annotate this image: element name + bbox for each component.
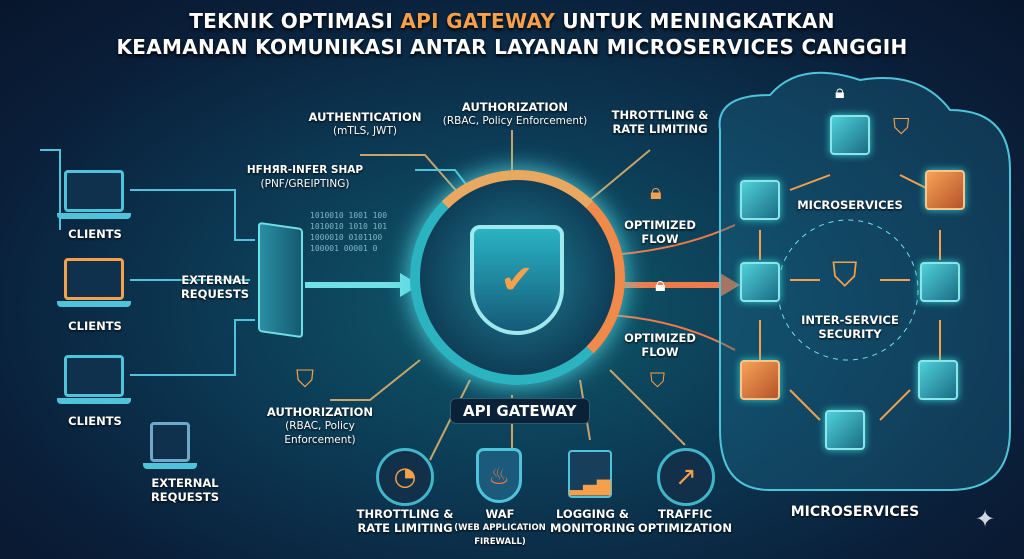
callout-authentication: AUTHENTICATION(mTLS, JWT) bbox=[308, 110, 422, 137]
callout-authorization: AUTHORIZATION(RBAC, Policy Enforcement) bbox=[442, 100, 588, 127]
microservice-cube bbox=[825, 410, 865, 450]
shield-lock-icon: ⛉ bbox=[650, 368, 665, 392]
callout-throttling: THROTTLING &RATE LIMITING bbox=[611, 108, 709, 136]
monitoring-icon: ▂▄▆ bbox=[568, 450, 612, 498]
client-label: CLIENTS bbox=[68, 319, 122, 333]
edge-gateway-device-icon bbox=[258, 221, 303, 339]
feature-label: THROTTLING &RATE LIMITING bbox=[356, 507, 454, 535]
firewall-shield-icon: ♨ bbox=[476, 448, 522, 503]
microservice-cube bbox=[925, 170, 965, 210]
inter-service-security-label: INTER-SERVICE SECURITY bbox=[801, 313, 899, 341]
external-requests-label: EXTERNAL REQUESTS bbox=[150, 476, 220, 504]
lock-icon: 🔒︎ bbox=[835, 82, 845, 103]
api-gateway-label: API GATEWAY bbox=[450, 398, 590, 424]
callout-shap: HFHЯR-INFER SHAP(PNF/GREIPTING) bbox=[246, 164, 364, 190]
client-monitor-icon bbox=[57, 258, 131, 307]
lock-icon: 🔒︎ bbox=[650, 180, 662, 205]
client-label: CLIENTS bbox=[68, 227, 122, 241]
microservices-label: MICROSERVICES bbox=[797, 198, 903, 212]
optimized-flow-label: OPTIMIZED FLOW bbox=[624, 331, 696, 359]
feature-label: LOGGING &MONITORING bbox=[550, 507, 635, 535]
microservice-cube bbox=[740, 180, 780, 220]
microservice-cube bbox=[740, 360, 780, 400]
microservice-cube bbox=[830, 115, 870, 155]
gateway-shield-icon: ✔ bbox=[470, 225, 564, 335]
page-title: TEKNIK OPTIMASI API GATEWAY UNTUK MENING… bbox=[116, 9, 908, 59]
security-shield-icon: ⛉ bbox=[832, 255, 858, 295]
feature-label: WAF(WEB APPLICATION FIREWALL) bbox=[454, 507, 546, 547]
client-laptop-icon bbox=[57, 170, 131, 219]
external-requests-label: EXTERNAL REQUESTS bbox=[180, 273, 250, 301]
client-label: CLIENTS bbox=[68, 414, 122, 428]
speedometer-icon: ◔ bbox=[376, 448, 434, 506]
shield-check-icon: ⛉ bbox=[296, 365, 314, 393]
microservice-cube bbox=[740, 262, 780, 302]
request-log-icon bbox=[143, 422, 197, 469]
binary-stream: 1010010 1001 100 1010010 1010 101 100001… bbox=[310, 211, 388, 253]
microservice-cube bbox=[920, 262, 960, 302]
sparkle-icon: ✦ bbox=[975, 505, 996, 533]
shield-icon: ⛉ bbox=[893, 115, 910, 140]
optimized-flow-label: OPTIMIZED FLOW bbox=[624, 218, 696, 246]
lock-icon: 🔒︎ bbox=[655, 272, 666, 296]
growth-chart-icon: ↗ bbox=[657, 448, 715, 506]
client-laptop-icon bbox=[57, 355, 131, 404]
microservices-label: MICROSERVICES bbox=[790, 504, 920, 520]
microservice-cube bbox=[918, 360, 958, 400]
callout-authorization-bottom: AUTHORIZATION(RBAC, Policy Enforcement) bbox=[266, 405, 374, 446]
